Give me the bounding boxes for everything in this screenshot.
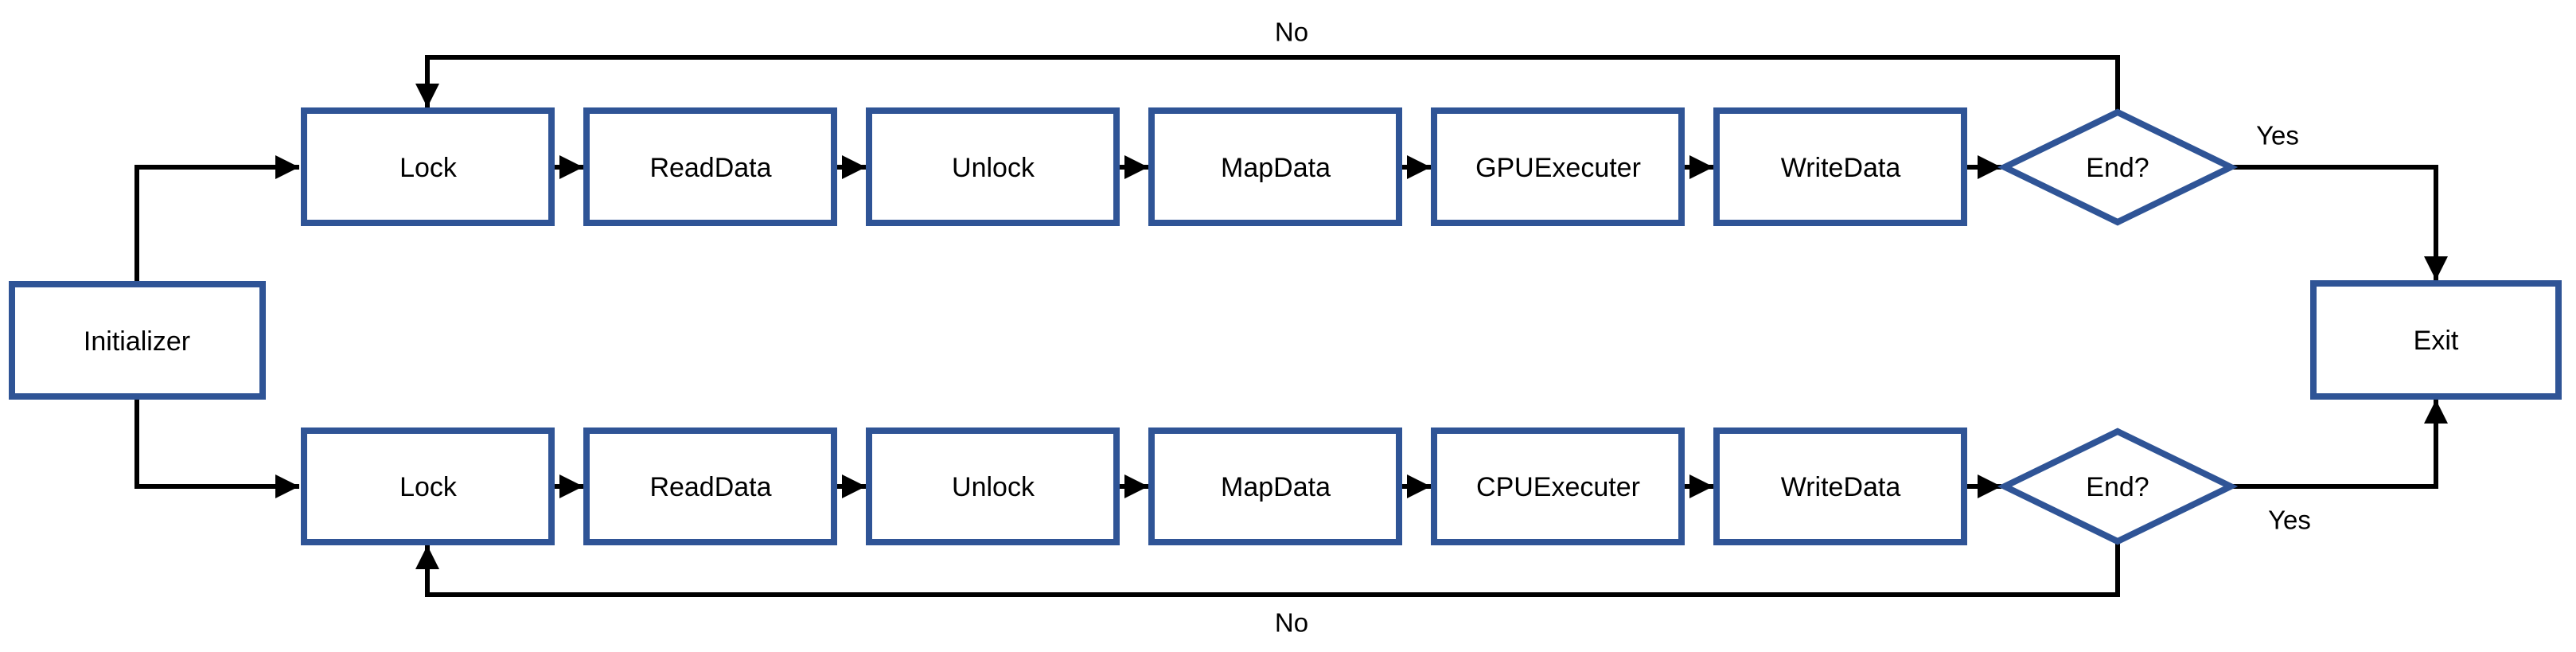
gpu-unlock-box: [866, 107, 1120, 226]
exit-box: [2310, 280, 2562, 400]
node-gpu-lock: Lock: [301, 107, 555, 226]
decision-cpu-end: End?: [1997, 428, 2239, 545]
node-gpu-mapdata: MapData: [1148, 107, 1402, 226]
gpu-end-label: End?: [2086, 153, 2149, 183]
connector-cpu-yes-to-exit: [2231, 400, 2448, 489]
connector-cpu-no-loop: [415, 541, 2120, 597]
node-cpu-lock: Lock: [301, 428, 555, 545]
node-gpu-readdata: ReadData: [583, 107, 837, 226]
node-gpu-unlock: Unlock: [866, 107, 1120, 226]
gpu-end-diamond: [1997, 108, 2239, 226]
cpu-unlock-box: [866, 428, 1120, 545]
cpu-yes-label: Yes: [2268, 506, 2311, 535]
cpu-readdata-label: ReadData: [649, 472, 771, 502]
node-cpu-mapdata: MapData: [1148, 428, 1402, 545]
cpu-mapdata-box: [1148, 428, 1402, 545]
cpu-lock-box: [301, 428, 555, 545]
cpu-end-diamond: [1997, 428, 2239, 545]
gpu-executer-box: [1431, 107, 1685, 226]
initializer-label: Initializer: [84, 326, 190, 357]
gpu-unlock-label: Unlock: [952, 153, 1035, 183]
cpu-no-label: No: [1275, 608, 1308, 638]
node-cpu-executer: CPUExecuter: [1431, 428, 1685, 545]
connector-gpu-yes-to-exit: [2231, 165, 2448, 280]
decision-gpu-end: End?: [1997, 108, 2239, 226]
gpu-readdata-box: [583, 107, 837, 226]
gpu-mapdata-box: [1148, 107, 1402, 226]
gpu-executer-label: GPUExecuter: [1475, 153, 1641, 183]
gpu-yes-label: Yes: [2256, 121, 2299, 150]
gpu-writedata-box: [1713, 107, 1967, 226]
gpu-readdata-label: ReadData: [649, 153, 771, 183]
cpu-unlock-label: Unlock: [952, 472, 1035, 502]
cpu-executer-box: [1431, 428, 1685, 545]
node-cpu-writedata: WriteData: [1713, 428, 1967, 545]
cpu-writedata-box: [1713, 428, 1967, 545]
node-gpu-executer: GPUExecuter: [1431, 107, 1685, 226]
gpu-writedata-label: WriteData: [1781, 153, 1901, 183]
initializer-box: [9, 281, 266, 400]
gpu-no-label: No: [1275, 18, 1308, 47]
connector-gpu-no-loop: [415, 55, 2120, 112]
cpu-lock-label: Lock: [399, 472, 458, 502]
gpu-lock-box: [301, 107, 555, 226]
cpu-mapdata-label: MapData: [1221, 472, 1331, 502]
exit-label: Exit: [2414, 326, 2459, 356]
gpu-mapdata-label: MapData: [1221, 153, 1331, 183]
cpu-executer-label: CPUExecuter: [1476, 472, 1640, 502]
node-initializer: Initializer: [9, 281, 266, 400]
cpu-readdata-box: [583, 428, 837, 545]
cpu-writedata-label: WriteData: [1781, 472, 1901, 502]
node-cpu-unlock: Unlock: [866, 428, 1120, 545]
node-gpu-writedata: WriteData: [1713, 107, 1967, 226]
connector-initializer-to-gpu-lock: [134, 155, 299, 284]
connector-initializer-to-cpu-lock: [134, 396, 299, 498]
cpu-end-label: End?: [2086, 472, 2149, 502]
node-cpu-readdata: ReadData: [583, 428, 837, 545]
node-exit: Exit: [2310, 280, 2562, 400]
gpu-lock-label: Lock: [399, 153, 458, 183]
